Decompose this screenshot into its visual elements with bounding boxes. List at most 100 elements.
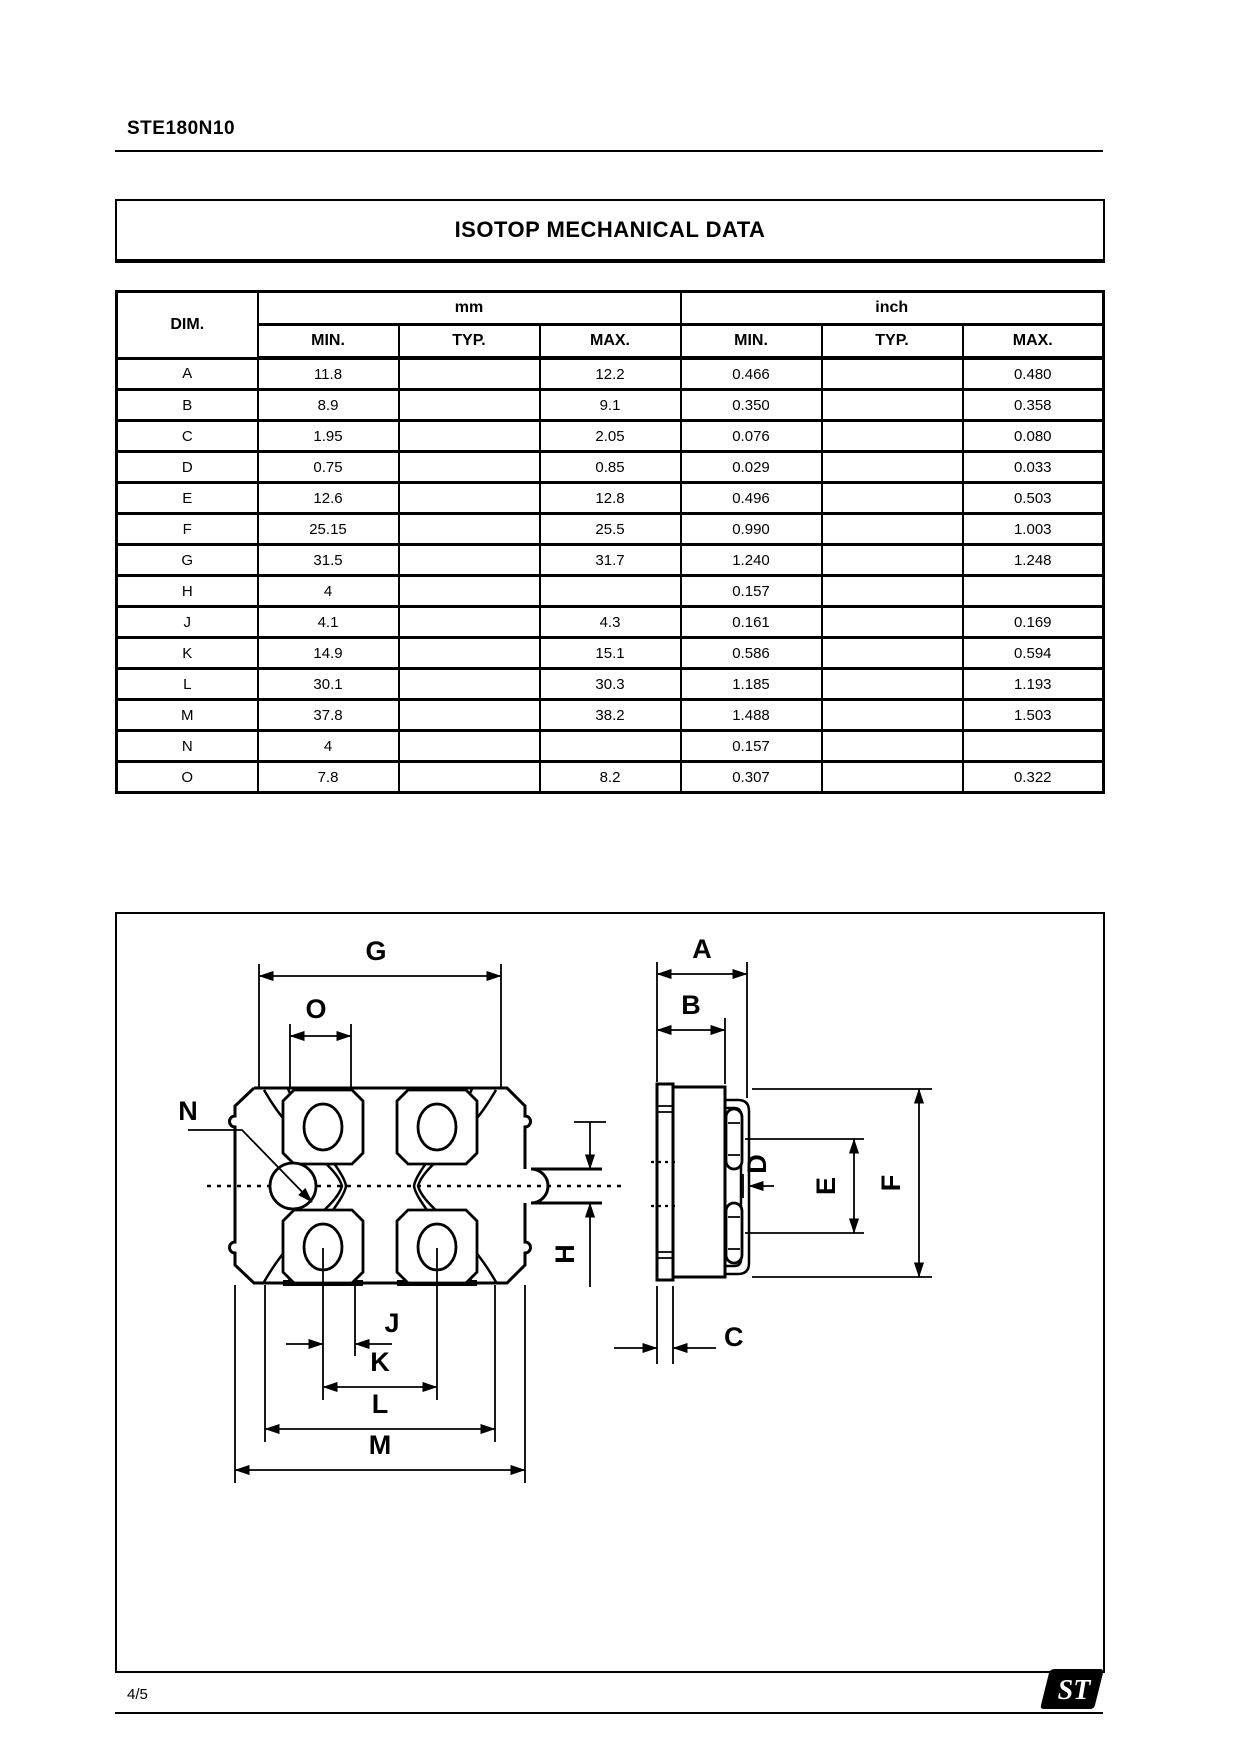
dim-cell: H [115, 574, 259, 608]
dim-K: K [322, 1248, 438, 1400]
table-units-row: DIM. mm inch [115, 290, 1105, 360]
title-box: ISOTOP MECHANICAL DATA [115, 199, 1105, 263]
value-cell: 1.503 [961, 698, 1105, 732]
value-cell: 31.7 [538, 543, 682, 577]
col-header-dim: DIM. [115, 290, 259, 360]
value-cell: 8.2 [538, 760, 682, 794]
value-cell: 1.003 [961, 512, 1105, 546]
col-header-mm-typ: TYP. [397, 323, 541, 360]
dim-L: L [264, 1285, 496, 1442]
value-cell: 30.1 [256, 667, 400, 701]
part-number: STE180N10 [127, 118, 236, 139]
dim-label-m: M [369, 1430, 392, 1460]
dim-label-h: H [550, 1244, 580, 1264]
value-cell: 1.193 [961, 667, 1105, 701]
page-title: ISOTOP MECHANICAL DATA [454, 217, 766, 242]
dim-M: M [234, 1285, 526, 1483]
value-cell: 0.503 [961, 481, 1105, 515]
value-cell [538, 729, 682, 763]
dim-A: A [656, 934, 748, 1098]
value-cell: 14.9 [256, 636, 400, 670]
value-cell [820, 543, 964, 577]
dim-label-k: K [370, 1347, 390, 1377]
dim-cell: E [115, 481, 259, 515]
value-cell: 4 [256, 574, 400, 608]
dim-cell: C [115, 419, 259, 453]
dim-label-l: L [372, 1389, 389, 1419]
n-leader-line [188, 1129, 313, 1203]
value-cell: 0.080 [961, 419, 1105, 453]
side-view: A B D E [614, 934, 932, 1364]
table-subheader-row: MIN. TYP. MAX. MIN. TYP. MAX. [117, 323, 1105, 360]
value-cell [961, 574, 1105, 608]
value-cell [820, 419, 964, 453]
value-cell: 0.496 [679, 481, 823, 515]
value-cell: 0.358 [961, 388, 1105, 422]
col-group-mm: mm [256, 290, 682, 326]
body-profile [671, 1085, 727, 1279]
dim-label-d: D [742, 1154, 772, 1174]
mounting-hole [268, 1161, 318, 1211]
dim-label-e: E [811, 1177, 841, 1195]
package-drawing: N G O [178, 934, 932, 1483]
value-cell [397, 450, 541, 484]
terminal-hole [416, 1102, 458, 1152]
dim-cell: K [115, 636, 259, 670]
value-cell: 0.029 [679, 450, 823, 484]
dim-cell: G [115, 543, 259, 577]
package-outline [228, 1086, 532, 1285]
dim-cell: M [115, 698, 259, 732]
dim-D: D [742, 1154, 774, 1198]
dim-C: C [614, 1286, 744, 1364]
value-cell [820, 729, 964, 763]
st-logo: ST [1040, 1668, 1104, 1710]
value-cell [820, 667, 964, 701]
value-cell [961, 729, 1105, 763]
col-group-inch: inch [679, 290, 1105, 326]
value-cell [397, 729, 541, 763]
terminal-posts [724, 1107, 744, 1265]
value-cell [397, 760, 541, 794]
value-cell: 0.076 [679, 419, 823, 453]
center-tab [530, 1167, 602, 1205]
dim-label-b: B [681, 990, 701, 1020]
value-cell [538, 574, 682, 608]
value-cell [397, 356, 541, 391]
page-number: 4/5 [127, 1686, 148, 1703]
dim-label-f: F [876, 1175, 906, 1192]
value-cell: 38.2 [538, 698, 682, 732]
header-rule [115, 150, 1103, 152]
dim-B: B [656, 990, 726, 1084]
value-cell: 7.8 [256, 760, 400, 794]
base-plate-lines [657, 1105, 673, 1259]
dim-cell: O [115, 760, 259, 794]
value-cell: 0.033 [961, 450, 1105, 484]
col-header-in-max: MAX. [961, 323, 1105, 360]
value-cell [397, 419, 541, 453]
dim-F: F [752, 1088, 932, 1278]
value-cell: 4.3 [538, 605, 682, 639]
col-header-mm-min: MIN. [256, 323, 400, 360]
package-drawing-box: N G O [115, 912, 1105, 1673]
footer-rule [115, 1712, 1103, 1714]
value-cell: 25.5 [538, 512, 682, 546]
col-header-in-min: MIN. [679, 323, 823, 360]
terminal-hole [302, 1102, 344, 1152]
value-cell: 0.350 [679, 388, 823, 422]
value-cell [397, 512, 541, 546]
value-cell: 12.8 [538, 481, 682, 515]
front-view: N G O [178, 936, 624, 1483]
value-cell [820, 512, 964, 546]
col-header-in-typ: TYP. [820, 323, 964, 360]
terminal-pads [281, 1088, 479, 1285]
